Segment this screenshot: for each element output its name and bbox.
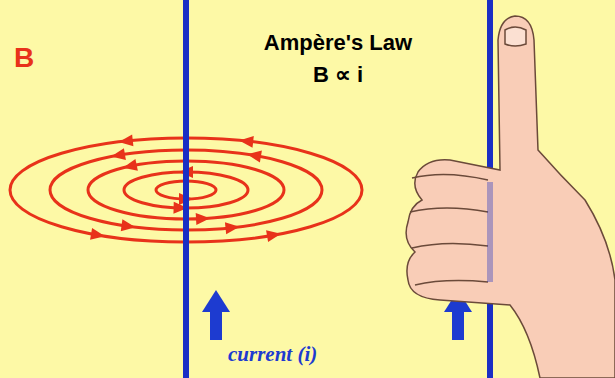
current-label: current (i) [228,342,317,367]
right-hand [406,16,615,378]
wire [487,0,493,378]
field-arrowhead [196,213,210,225]
field-arrowhead [247,151,262,163]
field-arrowhead [111,148,126,160]
wire-behind-hand [487,182,493,282]
field-arrowhead [239,136,254,148]
formula-label: B ∝ i [313,62,363,88]
field-arrowhead [266,230,281,242]
wire [183,0,189,378]
field-arrowhead [123,159,138,171]
field-arrowhead [90,228,105,240]
field-arrowhead [119,134,134,146]
diagram-title: Ampère's Law [264,30,412,56]
current-arrow [202,290,230,340]
field-symbol: B [14,42,34,74]
field-arrowhead [121,219,136,231]
field-arrowhead [225,222,240,234]
